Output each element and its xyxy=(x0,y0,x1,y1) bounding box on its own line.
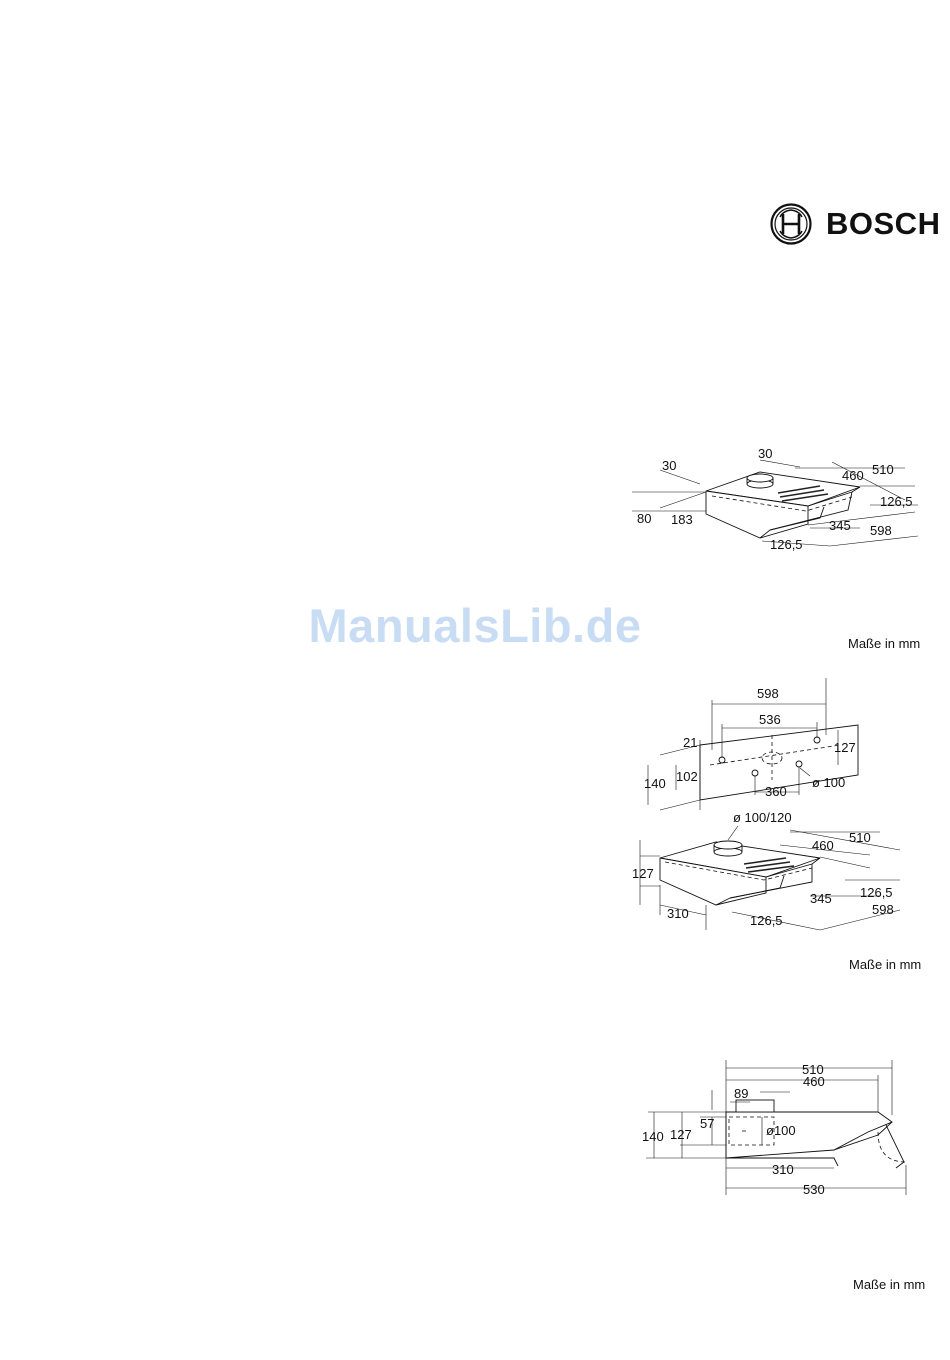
dim-label: 530 xyxy=(803,1182,825,1197)
dim-label: 127 xyxy=(670,1127,692,1142)
dim-label: 57 xyxy=(700,1116,714,1131)
dim-label: 140 xyxy=(642,1129,664,1144)
unit-caption: Maße in mm xyxy=(853,1277,925,1292)
dim-label: 460 xyxy=(803,1074,825,1089)
unit-caption: Maße in mm xyxy=(849,957,921,972)
dim-label: 310 xyxy=(772,1162,794,1177)
watermark: ManualsLib.de xyxy=(0,598,950,653)
dim-label: 89 xyxy=(734,1086,748,1101)
unit-caption: Maße in mm xyxy=(848,636,920,651)
dim-label: ø100 xyxy=(766,1123,796,1138)
